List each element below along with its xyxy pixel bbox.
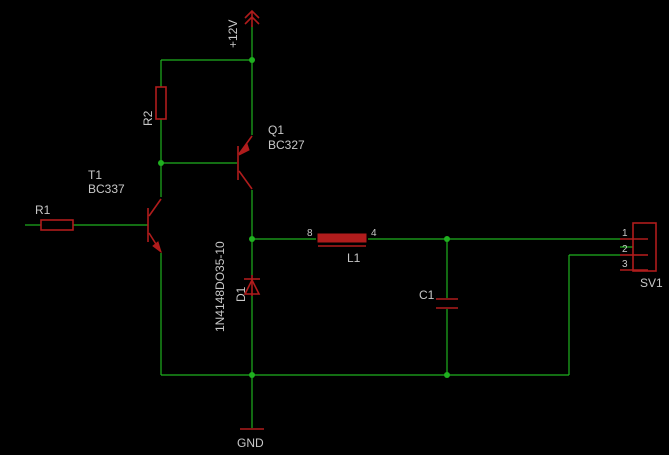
sv1-pin-3: 3: [622, 259, 628, 270]
d1-value: 1N4148DO35-10: [213, 241, 227, 332]
transistor-t1: T1 BC337: [88, 168, 162, 254]
r2-label: R2: [141, 110, 155, 126]
junctions: [158, 57, 450, 378]
ground-symbol: GND: [237, 428, 264, 450]
sv1-pin-2: 2: [622, 244, 628, 255]
d1-name: D1: [234, 286, 248, 302]
q1-name: Q1: [268, 123, 284, 137]
supply-symbol: +12V: [226, 9, 260, 48]
connector-sv1: 1 2 3 SV1: [620, 222, 663, 290]
l1-pin-a: 8: [307, 228, 313, 239]
sv1-pin-1: 1: [622, 228, 628, 239]
wires: [25, 25, 633, 428]
capacitor-c1: C1: [419, 288, 458, 309]
inductor-l1: 8 4 L1: [307, 228, 377, 265]
diode-d1: D1 1N4148DO35-10: [213, 241, 261, 332]
l1-name: L1: [347, 251, 361, 265]
t1-name: T1: [88, 168, 102, 182]
resistor-r2: R2: [141, 86, 167, 126]
resistor-r1: R1: [35, 203, 74, 231]
ground-label: GND: [237, 436, 264, 450]
t1-value: BC337: [88, 182, 125, 196]
r1-label: R1: [35, 203, 51, 217]
q1-value: BC327: [268, 138, 305, 152]
c1-name: C1: [419, 288, 435, 302]
transistor-q1: Q1 BC327: [237, 123, 305, 190]
sv1-name: SV1: [640, 276, 663, 290]
supply-label: +12V: [226, 20, 240, 48]
l1-pin-b: 4: [371, 228, 377, 239]
